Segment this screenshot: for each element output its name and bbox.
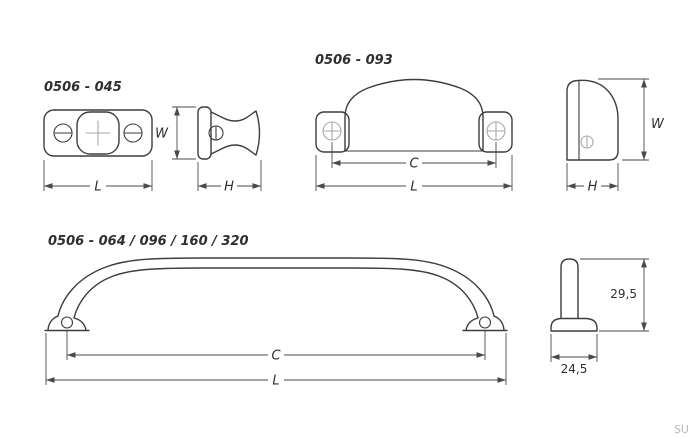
knob-045-front-view [43,109,153,157]
arrowhead [497,377,506,383]
handle-064-title: 0506 - 064 / 096 / 160 / 320 [48,234,249,249]
handle-093-dim-width: W [598,78,665,161]
label-background [90,178,106,193]
handle-064-inner-curve [73,267,479,319]
handle-064-side-view [550,258,598,332]
label-background [268,372,284,388]
knob-045-side-view [197,106,261,160]
handle-064-drawing: 0506 - 064 / 096 / 160 / 320 C [44,234,649,389]
arrowhead [476,352,485,358]
label-background [584,178,601,193]
handle-064-dim-total-height: 29,5 [580,258,649,332]
arrowhead [487,160,496,166]
knob-045-plate-outline [43,109,153,157]
knob-045-side-plate [197,106,212,160]
handle-093-dim-centers: C [331,142,497,172]
knob-045-drawing: 0506 - 045 L [43,80,262,195]
handle-064-centers-label: C [271,349,281,364]
arrowhead [67,352,76,358]
handle-064-outer-curve [57,257,495,317]
arrowhead [46,377,55,383]
arrowhead [332,160,341,166]
handle-093-dim-height: H [566,163,619,195]
handle-064-left-foot-outer [47,315,59,331]
arrowhead [551,354,560,360]
handle-093-length-label: L [410,180,417,195]
handle-093-right-plate [478,111,513,153]
handle-064-dim-length: L [45,333,507,389]
handle-064-total-height-label: 29,5 [610,287,637,301]
knob-045-side-profile [210,110,261,156]
arrowhead [641,322,647,331]
handle-064-front-view [44,257,508,332]
handle-064-left-foot-inner [73,317,87,331]
knob-045-left-screw [53,123,73,143]
handle-064-dim-base-width: 24,5 [550,334,598,376]
arrowhead [174,150,180,159]
handle-064-right-foot-screw [478,316,492,329]
handle-093-title: 0506 - 093 [315,53,393,68]
arrowhead [503,183,512,189]
knob-045-width-label: W [155,127,169,142]
handle-064-dim-centers: C [66,331,486,364]
label-background [406,155,422,171]
handle-093-side-screw [580,135,594,149]
handle-093-height-label: H [588,180,598,195]
handle-093-left-plate [315,111,350,153]
arrowhead [198,183,207,189]
arrowhead [316,183,325,189]
handle-064-side-post [560,258,579,319]
handle-093-side-view [566,79,619,161]
handle-093-drawing: 0506 - 093 C [315,53,665,195]
knob-045-dim-height: H [197,160,262,195]
handle-093-dim-length: L [315,155,513,195]
arrowhead [641,259,647,268]
arrowhead [609,183,618,189]
label-background [221,178,237,193]
handle-093-width-label: W [651,117,665,132]
arrowhead [143,183,152,189]
knob-045-center-knob [76,111,120,155]
handle-064-right-foot-outer [493,315,505,331]
arrowhead [252,183,261,189]
handle-064-left-foot-screw [60,316,74,329]
knob-045-dim-width: W [155,106,196,160]
arrowhead [174,107,180,116]
arrowhead [641,79,647,88]
label-background [268,347,284,363]
handle-093-side-profile [566,79,619,161]
arrowhead [44,183,53,189]
handle-064-base-width-label: 24,5 [561,362,588,376]
handle-093-body-outline [344,78,484,152]
handle-064-right-foot-inner [465,317,479,331]
knob-045-height-label: H [224,180,234,195]
knob-045-length-label: L [94,180,101,195]
knob-045-right-screw [123,123,143,143]
knob-045-title: 0506 - 045 [44,80,122,95]
arrowhead [567,183,576,189]
knob-045-side-screw [208,125,224,141]
handle-093-front-view [315,78,513,153]
handle-093-centers-label: C [409,157,419,172]
handle-064-side-base [550,317,598,332]
arrowhead [641,151,647,160]
knob-045-dim-length: L [43,160,153,195]
label-background [406,178,422,193]
arrowhead [588,354,597,360]
handle-064-length-label: L [272,374,279,389]
watermark: SU [674,423,689,436]
